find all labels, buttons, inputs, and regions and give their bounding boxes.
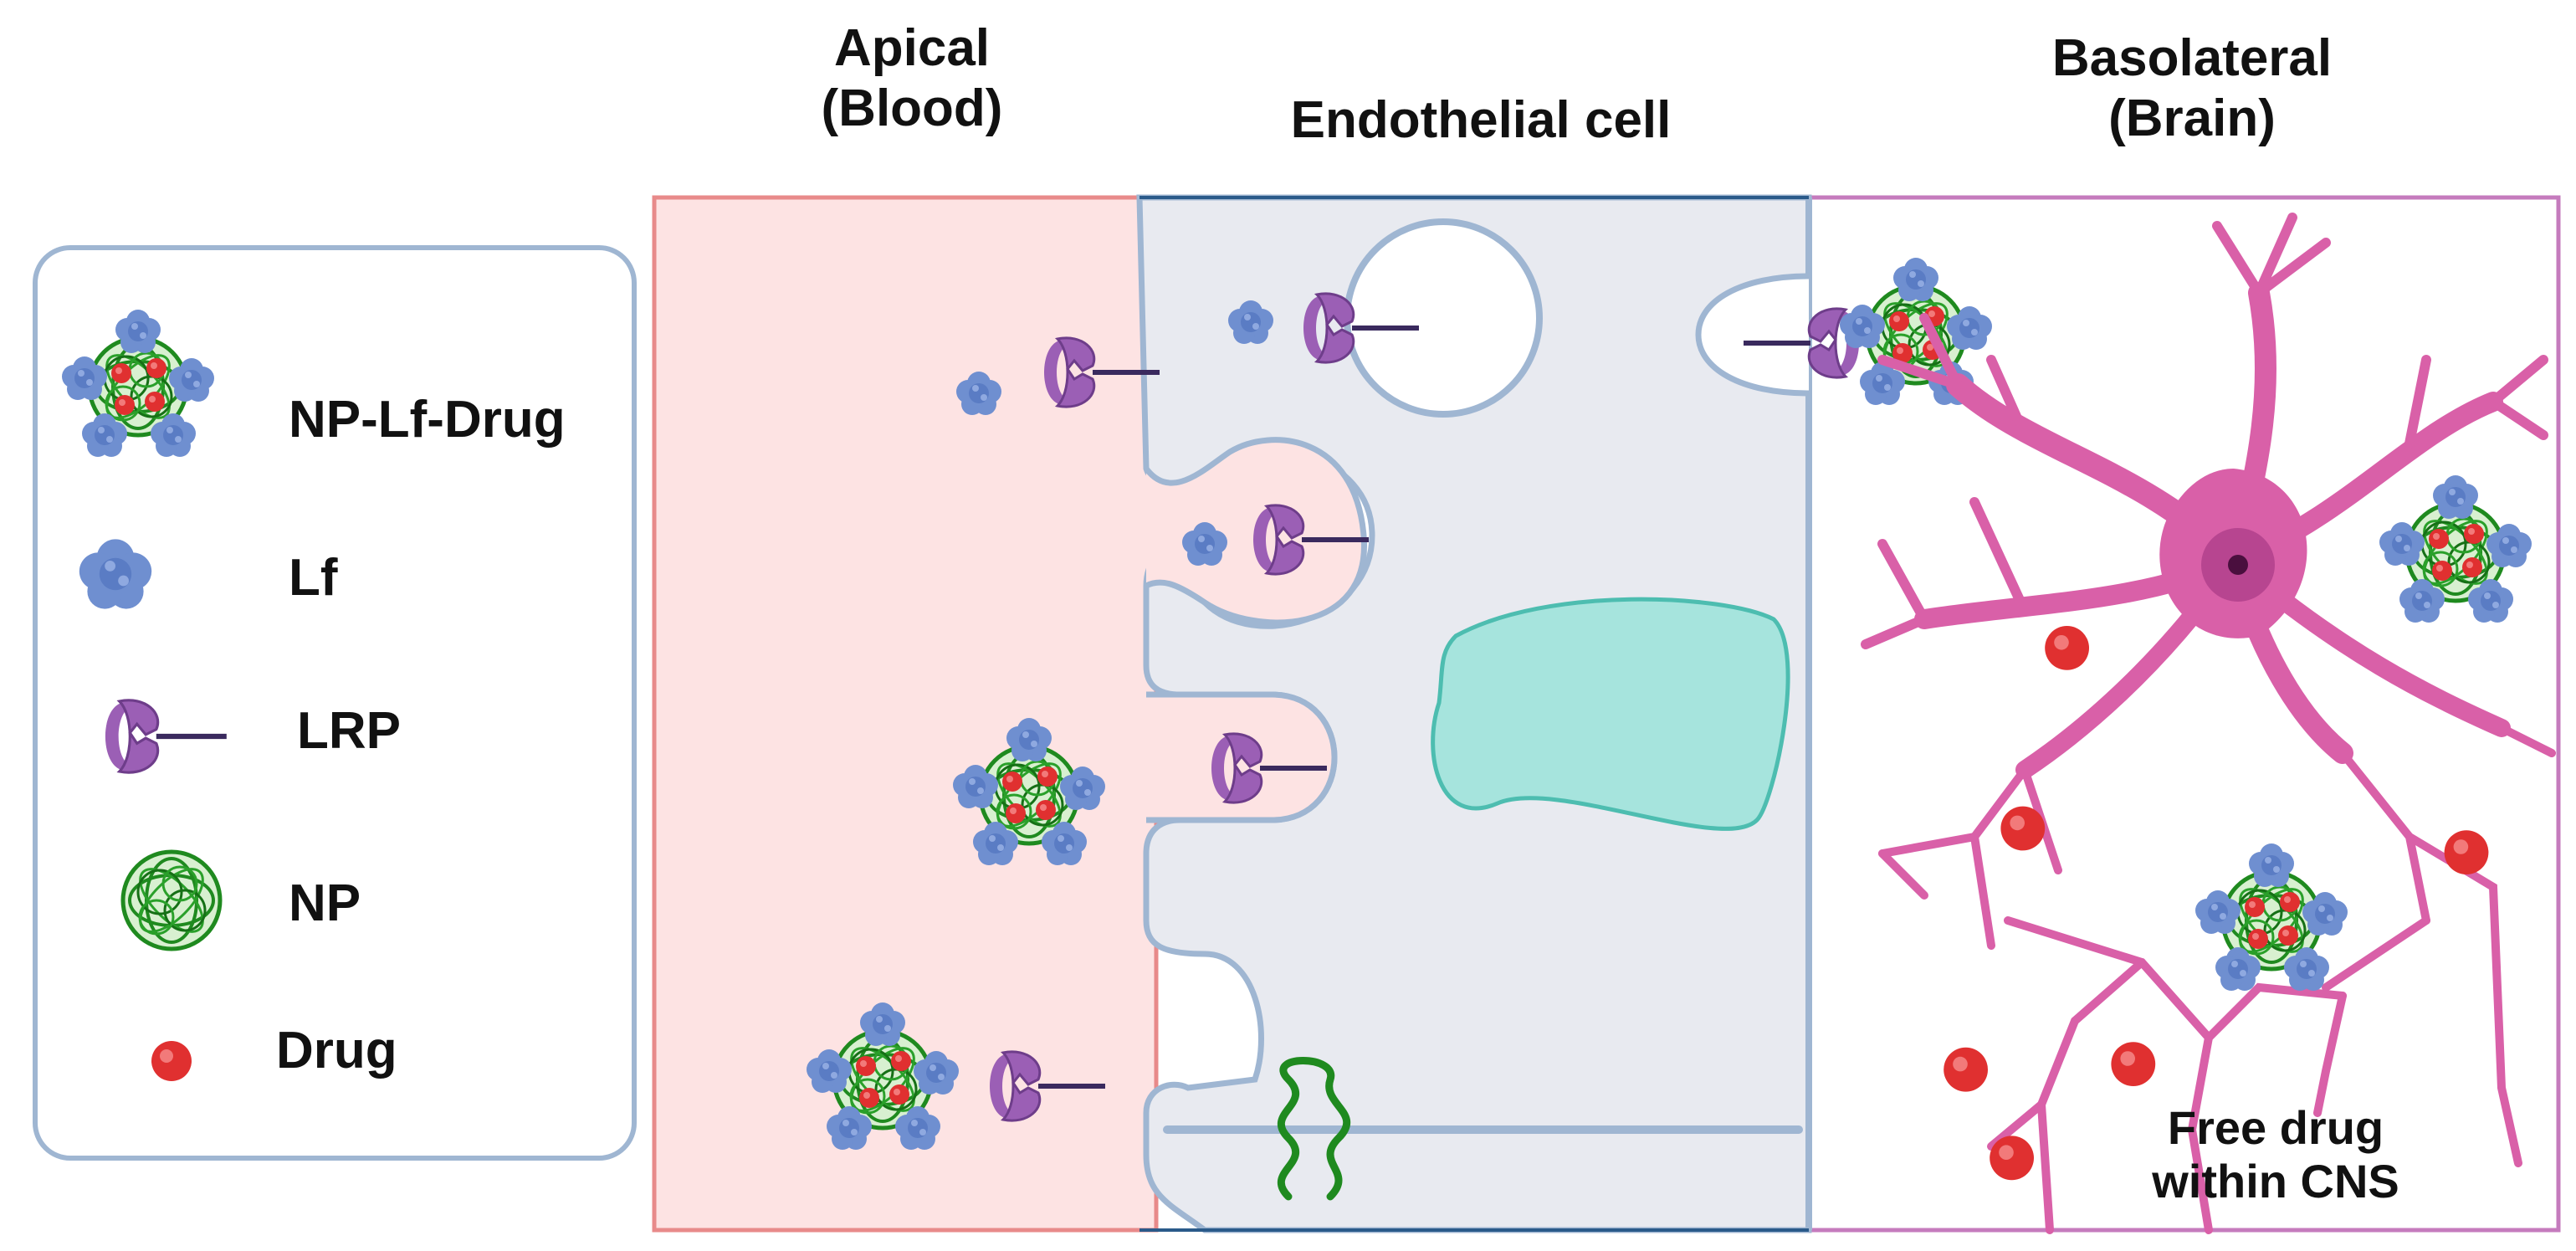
free-drug-5 (2111, 1042, 2156, 1086)
apical-header-line2: (Blood) (821, 79, 1003, 137)
legend-label-drug: Drug (276, 1022, 397, 1079)
legend-label-np: NP (289, 874, 361, 932)
endothelial-nucleus (1431, 597, 1790, 831)
apical-header-line1: Apical (833, 19, 991, 77)
drug-dot-icon (151, 1041, 192, 1081)
free-drug-6 (1990, 1136, 2034, 1181)
free-drug-caption-line1: Free drug (2167, 1101, 2384, 1154)
basolateral-header-line1: Basolateral (2051, 29, 2333, 87)
nanoparticle-icon (123, 852, 220, 949)
endothelial-header: Endothelial cell (1290, 91, 1672, 149)
legend-label-lf: Lf (289, 549, 338, 607)
basolateral-header: Basolateral (Brain) (1941, 28, 2443, 149)
free-drug-caption-line2: within CNS (2152, 1155, 2399, 1207)
free-drug-caption: Free drug within CNS (2092, 1101, 2460, 1208)
free-drug-1 (2045, 626, 2089, 670)
neuron-nucleolus (2228, 555, 2248, 575)
free-drug-3 (2444, 830, 2489, 874)
legend-label-lrp: LRP (297, 702, 401, 760)
tight-junction-protein (1277, 1057, 1351, 1201)
intracellular-vesicle (1344, 218, 1543, 418)
apical-header: Apical (Blood) (753, 18, 1071, 139)
basolateral-header-line2: (Brain) (2108, 90, 2276, 147)
legend-label-np-lf-drug: NP-Lf-Drug (289, 391, 566, 449)
free-drug-2 (2000, 806, 2046, 851)
basolateral-pit (1695, 273, 1810, 397)
free-drug-4 (1944, 1047, 1988, 1092)
